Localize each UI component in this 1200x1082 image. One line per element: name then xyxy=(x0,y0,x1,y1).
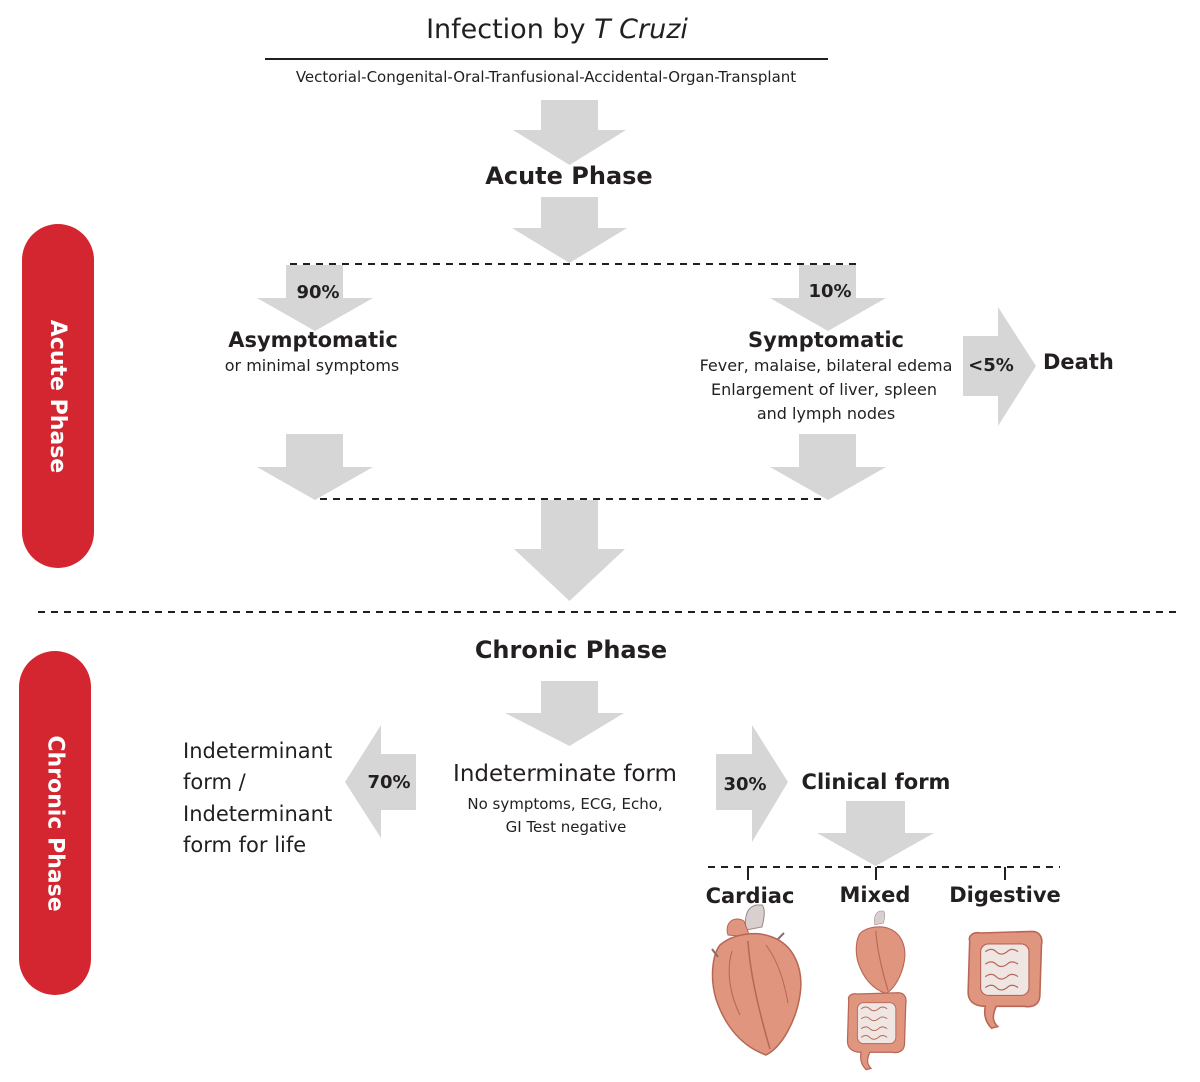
symptomatic-line-2: Enlargement of liver, spleen xyxy=(711,380,937,399)
title-organism: T Cruzi xyxy=(594,14,688,45)
asymptomatic-percent: 90% xyxy=(296,282,340,303)
mixed-heart-illustration xyxy=(855,910,906,995)
indeterminant-line-2: form / xyxy=(183,770,246,794)
transmission-routes: Vectorial-Congenital-Oral-Tranfusional-A… xyxy=(295,68,797,86)
indeterminate-line-2: GI Test negative xyxy=(505,818,627,836)
clinical-title: Clinical form xyxy=(801,770,951,794)
arrow-down-asym-merge xyxy=(257,434,373,500)
symptomatic-title: Symptomatic xyxy=(748,328,904,352)
arrow-down-to-acute xyxy=(513,100,626,165)
indeterminant-line-3: Indeterminant xyxy=(183,802,333,826)
clinical-form-cardiac: Cardiac xyxy=(705,884,795,908)
clinical-form-digestive: Digestive xyxy=(949,883,1061,907)
arrow-down-to-chronic xyxy=(514,500,625,601)
acute-phase-pill-label: Acute Phase xyxy=(45,319,71,473)
arrow-down-10 xyxy=(770,265,886,331)
title-prefix: Infection by xyxy=(426,14,595,45)
arrow-down-sym-merge xyxy=(770,434,886,500)
asymptomatic-title: Asymptomatic xyxy=(228,328,398,352)
indeterminate-line-1: No symptoms, ECG, Echo, xyxy=(467,795,663,813)
arrow-down-from-chronic xyxy=(505,681,624,746)
symptomatic-line-3: and lymph nodes xyxy=(756,404,896,423)
acute-phase-pill: Acute Phase xyxy=(22,224,94,568)
indeterminant-line-4: form for life xyxy=(183,833,307,857)
intestine-illustration xyxy=(967,930,1043,1030)
arrow-left-70 xyxy=(345,725,416,838)
indeterminant-percent: 70% xyxy=(367,772,411,793)
chronic-phase-pill: Chronic Phase xyxy=(19,651,91,995)
symptomatic-percent: 10% xyxy=(808,281,852,302)
clinical-form-mixed: Mixed xyxy=(839,883,911,907)
arrow-down-to-split xyxy=(512,197,627,263)
diagram-title: Infection by T Cruzi xyxy=(426,14,688,45)
death-percent: <5% xyxy=(968,355,1014,376)
symptomatic-line-1: Fever, malaise, bilateral edema xyxy=(699,356,953,375)
clinical-percent: 30% xyxy=(723,774,767,795)
arrow-right-30 xyxy=(716,725,788,842)
chronic-phase-pill-label: Chronic Phase xyxy=(42,734,68,912)
arrow-right-death xyxy=(963,307,1036,426)
mixed-intestine-illustration xyxy=(846,992,907,1071)
arrow-down-clinical xyxy=(817,801,934,866)
acute-phase-heading: Acute Phase xyxy=(485,162,653,190)
heart-illustration xyxy=(711,904,802,1056)
asymptomatic-subtitle: or minimal symptoms xyxy=(224,356,400,375)
indeterminate-title: Indeterminate form xyxy=(453,761,677,787)
chronic-phase-heading: Chronic Phase xyxy=(474,636,668,664)
arrow-down-90 xyxy=(257,265,373,331)
death-label: Death xyxy=(1043,350,1114,374)
indeterminant-line-1: Indeterminant xyxy=(183,739,333,763)
